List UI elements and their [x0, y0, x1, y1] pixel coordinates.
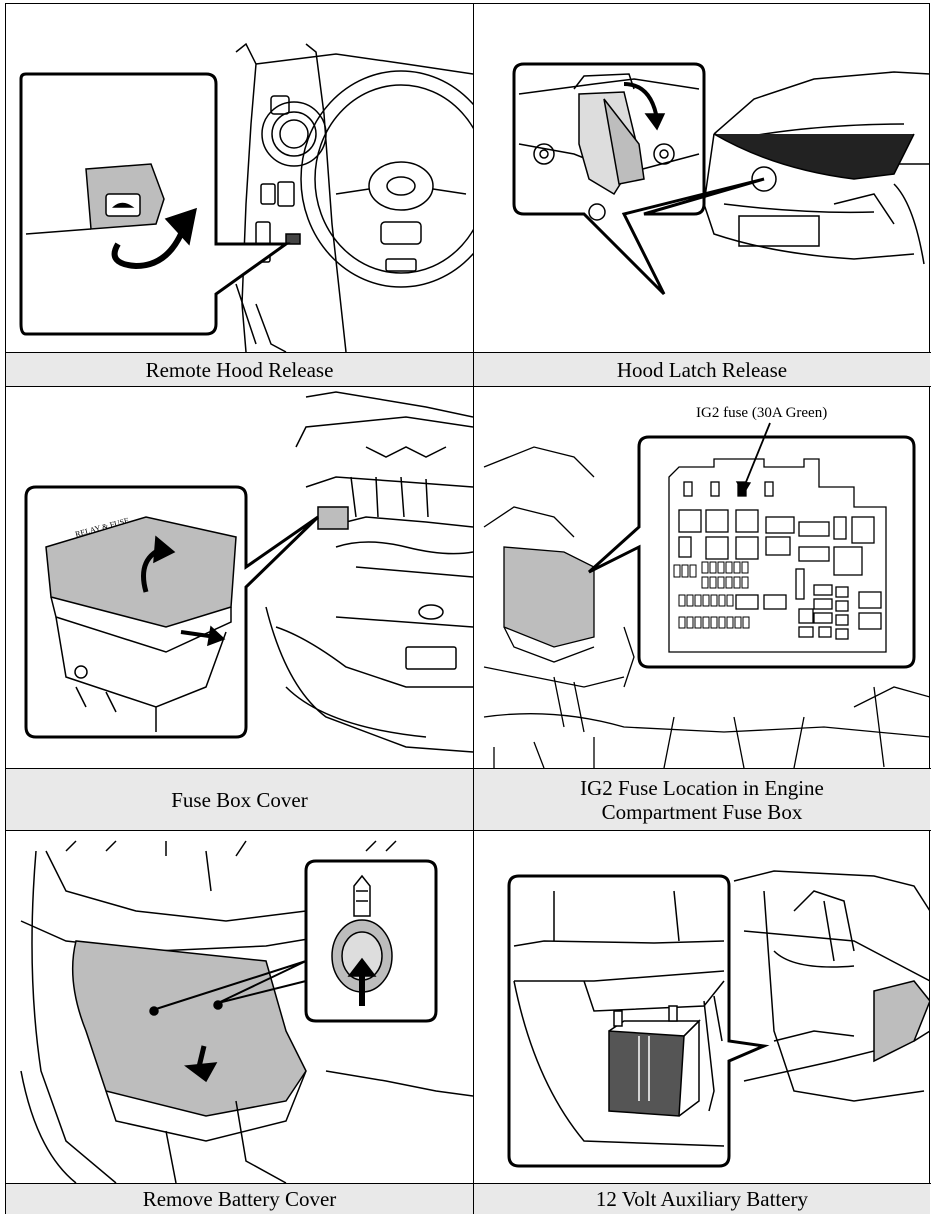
caption-ig2-fuse-location: IG2 Fuse Location in Engine Compartment …	[474, 769, 930, 830]
caption-remove-battery-cover: Remove Battery Cover	[6, 1184, 473, 1214]
hood-release-illustration	[6, 4, 473, 352]
caption-12-volt-battery: 12 Volt Auxiliary Battery	[474, 1184, 930, 1214]
ig2-fuse-illustration: IG2 fuse (30A Green)	[474, 387, 930, 768]
caption-fuse-box-cover: Fuse Box Cover	[6, 769, 473, 830]
caption-remote-hood-release: Remote Hood Release	[6, 353, 473, 386]
ig2-fuse-callout: IG2 fuse (30A Green)	[696, 405, 827, 421]
hood-latch-illustration	[474, 4, 930, 352]
battery-cover-illustration	[6, 831, 473, 1183]
auxiliary-battery-illustration	[474, 831, 930, 1183]
fuse-box-cover-illustration: RELAY & FUSE	[6, 387, 473, 768]
caption-hood-latch-release: Hood Latch Release	[474, 353, 930, 386]
